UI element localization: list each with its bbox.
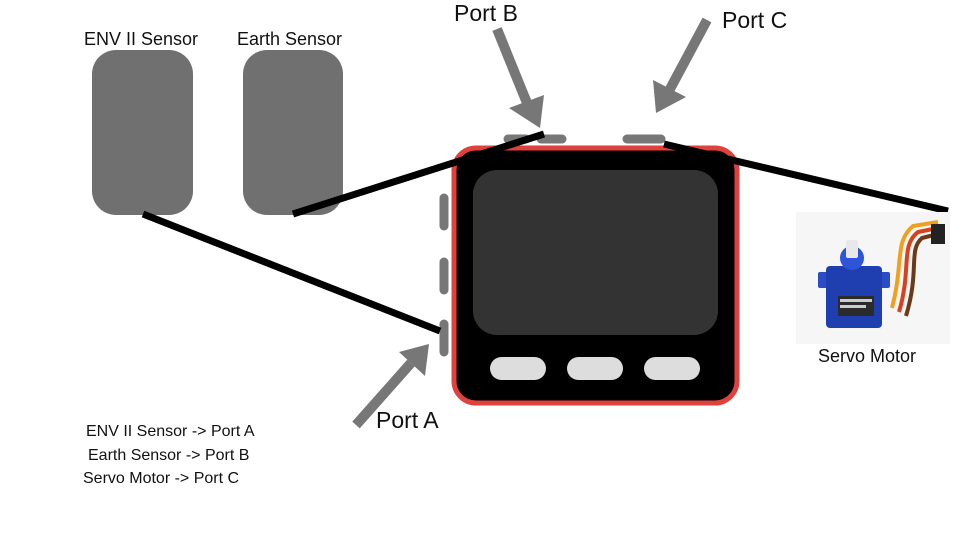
- env-ii-sensor-label: ENV II Sensor: [84, 29, 199, 49]
- device-screen: [473, 170, 718, 335]
- legend-line-servo: Servo Motor -> Port C: [83, 470, 240, 487]
- env-ii-sensor-block: [92, 50, 193, 215]
- wire-env-to-port-a: [141, 210, 442, 335]
- port-a-label: Port A: [376, 407, 439, 433]
- legend-line-earth: Earth Sensor -> Port B: [88, 447, 250, 464]
- earth-sensor-label: Earth Sensor: [237, 29, 343, 49]
- wire-servo-to-port-c: [663, 140, 949, 215]
- legend-line-env: ENV II Sensor -> Port A: [86, 423, 255, 440]
- port-c-label: Port C: [722, 7, 788, 33]
- port-b-label: Port B: [454, 0, 518, 26]
- wire-earth-to-port-b: [291, 130, 546, 218]
- arrow-port-a: [352, 344, 429, 429]
- device-button-left: [490, 357, 546, 380]
- device-button-right: [644, 357, 700, 380]
- arrow-port-b: [492, 27, 544, 128]
- servo-motor-label: Servo Motor: [818, 346, 917, 366]
- controller-device: [451, 145, 740, 406]
- device-button-middle: [567, 357, 623, 380]
- servo-motor-image: [796, 212, 950, 344]
- earth-sensor-block: [243, 50, 343, 215]
- arrow-port-c: [653, 17, 712, 113]
